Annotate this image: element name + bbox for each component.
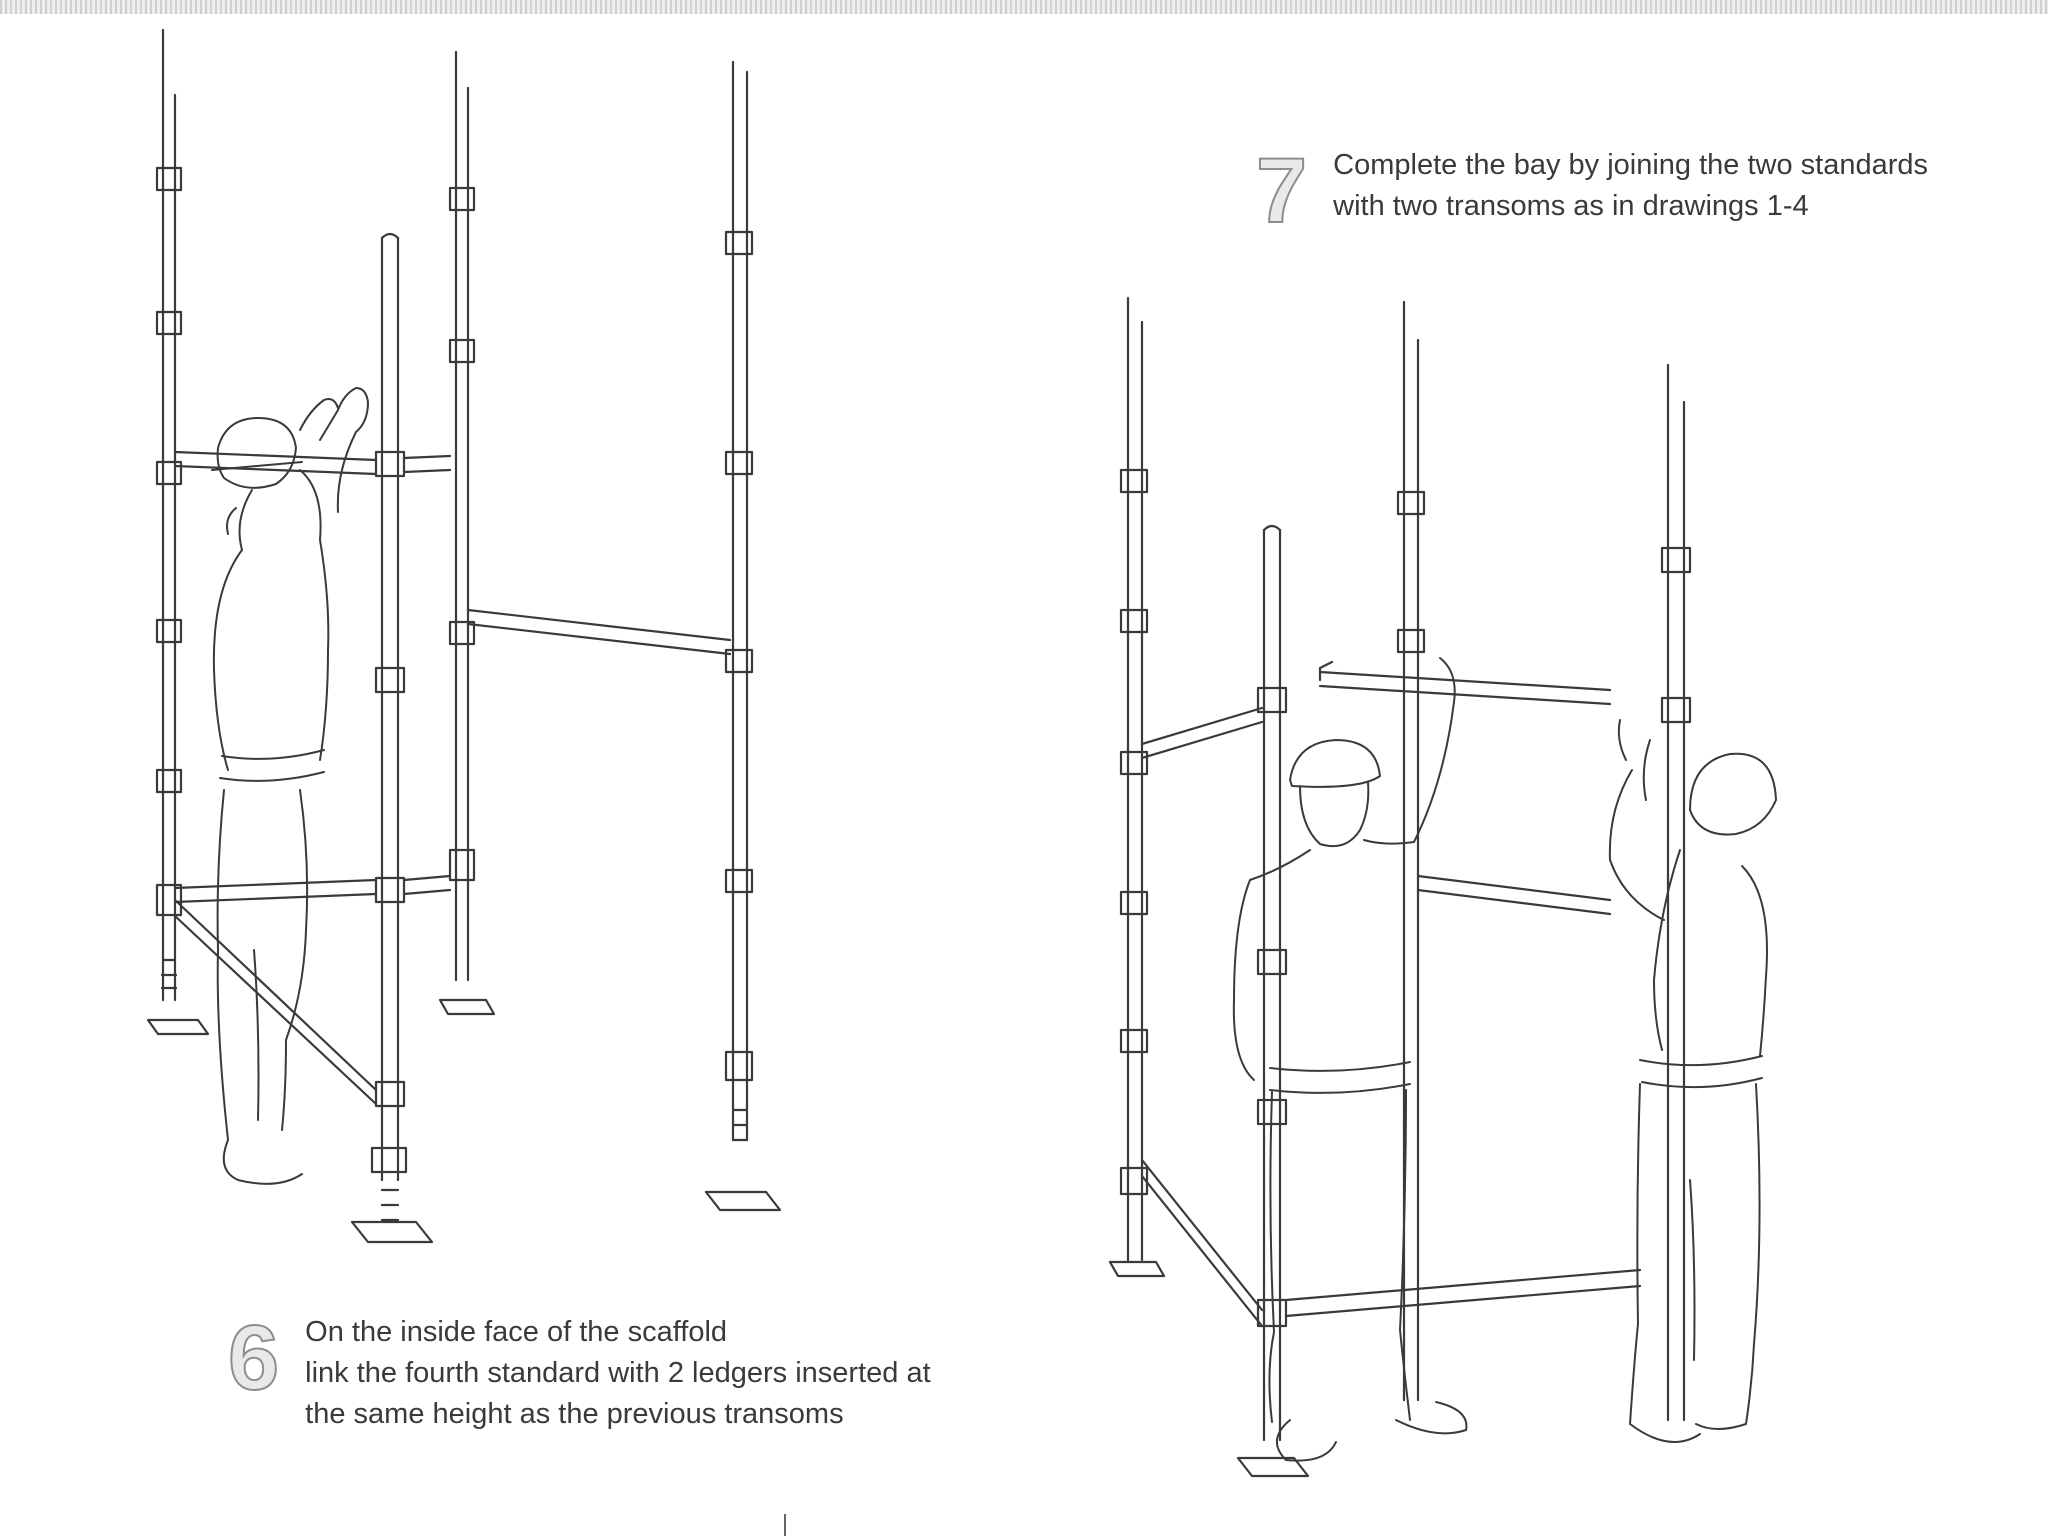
worker-right-2 (1608, 719, 1777, 1443)
step-6-instruction: 6 On the inside face of the scaffold lin… (227, 1307, 931, 1435)
standard-right-2 (1396, 300, 1426, 1402)
right-scaffold (1108, 296, 1777, 1478)
step-7-caption: Complete the bay by joining the two stan… (1333, 145, 1928, 227)
caption-line: On the inside face of the scaffold (305, 1316, 728, 1348)
left-ledgers (173, 450, 732, 1106)
scan-border (0, 0, 2048, 14)
standard-left-1 (146, 28, 210, 1036)
standard-left-2 (438, 50, 496, 1016)
worker-left (211, 387, 369, 1185)
step-7-instruction: 7 Complete the bay by joining the two st… (1255, 140, 1928, 242)
standard-right-1 (1108, 296, 1166, 1278)
step-7-number: 7 (1255, 140, 1308, 242)
right-ledgers (1140, 660, 1642, 1328)
page-marker (784, 1514, 786, 1536)
standard-left-3 (704, 60, 782, 1212)
standard-right-3 (1660, 363, 1692, 1422)
caption-line: link the fourth standard with 2 ledgers … (305, 1357, 931, 1389)
worker-right-1 (1232, 657, 1468, 1462)
caption-line: Complete the bay by joining the two stan… (1333, 149, 1929, 181)
caption-line: the same height as the previous transoms (305, 1398, 844, 1430)
left-scaffold (146, 28, 782, 1244)
step-6-number: 6 (227, 1307, 280, 1409)
step-6-caption: On the inside face of the scaffold link … (305, 1312, 930, 1435)
standard-right-4 (1236, 524, 1310, 1478)
standard-left-4 (350, 232, 434, 1244)
caption-line: with two transoms as in drawings 1-4 (1333, 190, 1809, 222)
